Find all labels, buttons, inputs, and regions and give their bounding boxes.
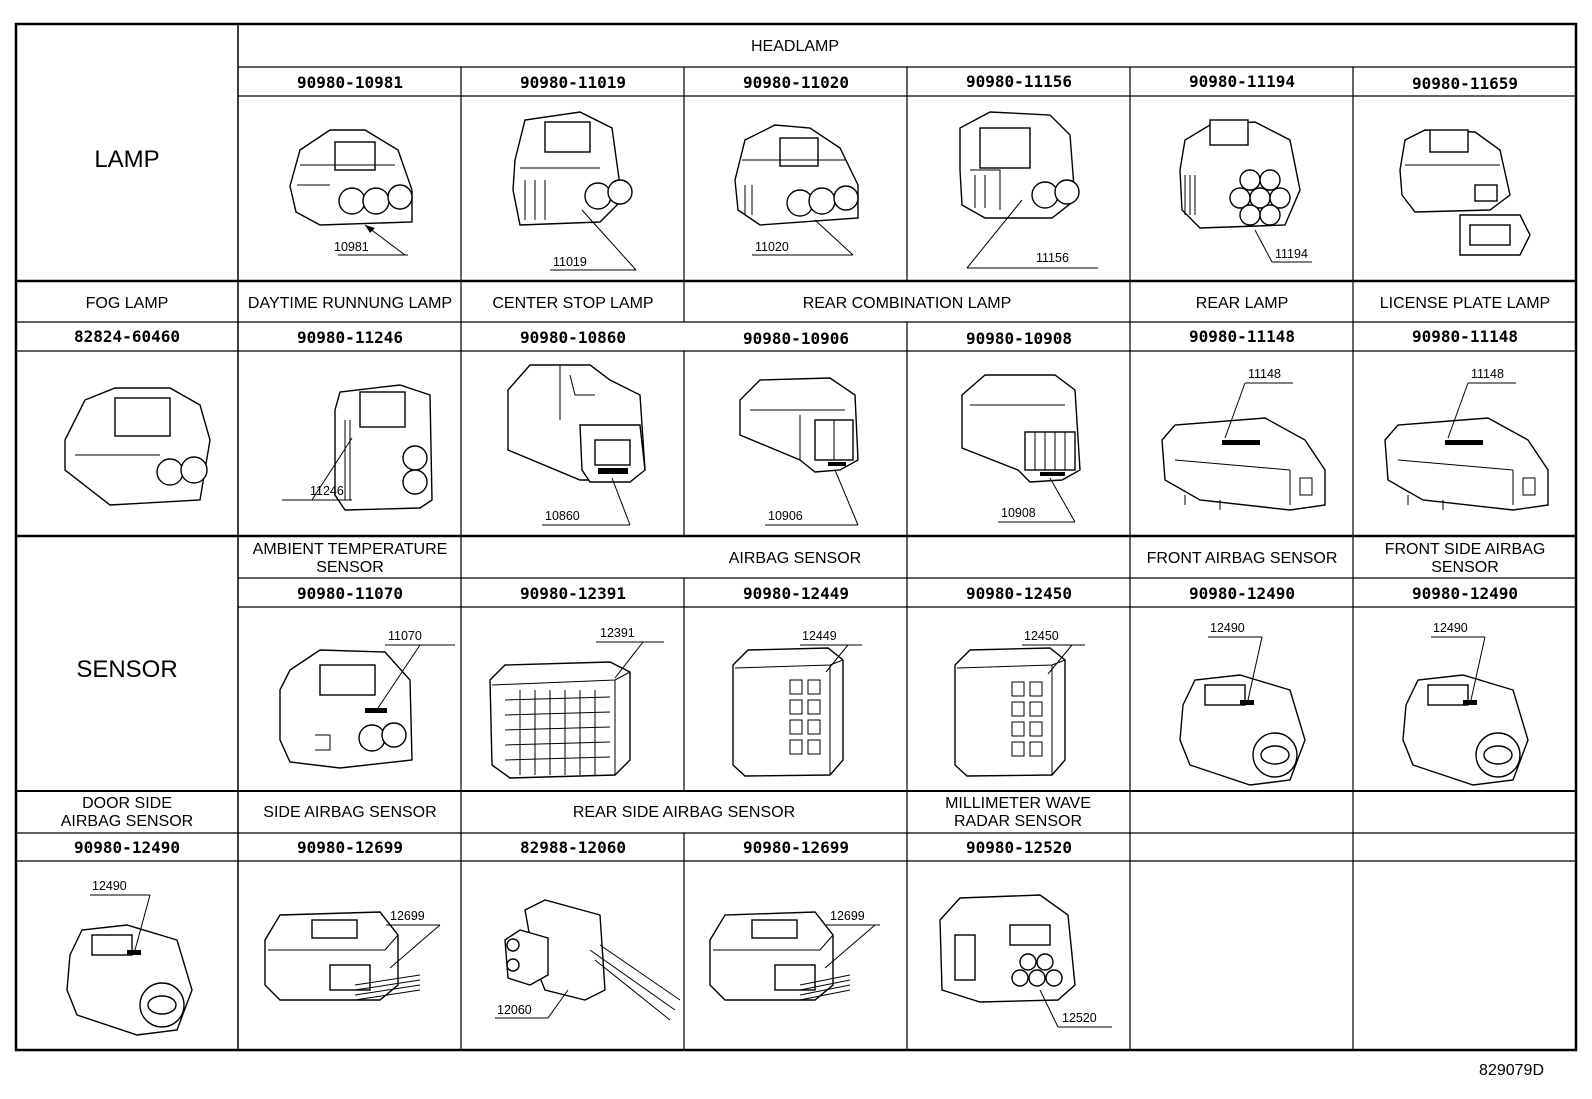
connector-drawing: 11156	[959, 111, 1098, 269]
header-door-side-airbag-line1: DOOR SIDE	[82, 795, 172, 812]
part-number: 90980-12490	[1412, 584, 1518, 603]
header-daytime-running-lamp: DAYTIME RUNNUNG LAMP	[248, 295, 452, 312]
callout-label: 11070	[388, 629, 422, 643]
connector-drawing: 11070	[279, 629, 455, 769]
connector-drawing: 11148	[1161, 367, 1326, 511]
part-number: 90980-11019	[520, 73, 626, 92]
header-rear-combination-lamp: REAR COMBINATION LAMP	[803, 295, 1012, 312]
connector-drawing: 12060	[495, 899, 681, 1021]
part-number: 90980-11070	[297, 584, 403, 603]
connector-drawing: 11020	[734, 124, 859, 256]
part-number: 90980-12490	[1189, 584, 1295, 603]
header-license-plate-lamp: LICENSE PLATE LAMP	[1380, 295, 1550, 312]
header-headlamp: HEADLAMP	[751, 38, 839, 55]
header-door-side-airbag-line2: AIRBAG SENSOR	[61, 813, 193, 830]
callout-label: 12520	[1062, 1011, 1097, 1025]
callout-label: 12450	[1024, 629, 1059, 643]
header-fog-lamp: FOG LAMP	[86, 295, 169, 312]
connector-drawing: 11246	[282, 384, 433, 511]
header-rear-side-airbag-sensor: REAR SIDE AIRBAG SENSOR	[573, 804, 795, 821]
part-number: 90980-12699	[297, 838, 403, 857]
part-number: 90980-10906	[743, 329, 849, 348]
callout-label: 12490	[92, 879, 127, 893]
group-label-lamp: LAMP	[94, 146, 159, 173]
group-label-sensor: SENSOR	[76, 656, 177, 683]
part-number: 90980-11156	[966, 72, 1072, 91]
callout-label: 10906	[768, 509, 803, 523]
part-number: 90980-12520	[966, 838, 1072, 857]
callout-label: 11020	[755, 240, 789, 254]
callout-label: 12490	[1210, 621, 1245, 635]
part-numbers: 90980-10981 90980-11019 90980-11020 9098…	[74, 72, 1518, 857]
header-millimeter-wave-line2: RADAR SENSOR	[954, 813, 1082, 830]
part-number: 90980-11194	[1189, 72, 1295, 91]
callout-label: 12060	[497, 1003, 532, 1017]
callout-label: 11148	[1248, 367, 1281, 381]
connector-drawing: 12449	[732, 629, 862, 777]
connector-drawing: 10860	[507, 364, 646, 526]
part-number: 90980-12490	[74, 838, 180, 857]
header-center-stop-lamp: CENTER STOP LAMP	[492, 295, 653, 312]
drawing-code: 829079D	[1479, 1062, 1544, 1079]
connector-drawing: 12450	[954, 629, 1085, 777]
connector-drawing: 12490	[66, 879, 193, 1036]
connector-drawing: 10906	[739, 377, 859, 526]
part-number: 82988-12060	[520, 838, 626, 857]
part-number: 90980-12699	[743, 838, 849, 857]
callout-label: 11194	[1275, 247, 1308, 261]
grid-lines	[14, 22, 1578, 1052]
header-side-airbag-sensor: SIDE AIRBAG SENSOR	[263, 804, 436, 821]
connector-drawing: 12391	[489, 626, 664, 779]
part-number: 90980-11246	[297, 328, 403, 347]
connector-drawing: 11194	[1179, 119, 1312, 263]
connector-drawing	[64, 387, 211, 506]
header-front-airbag-sensor: FRONT AIRBAG SENSOR	[1147, 550, 1338, 567]
callout-label: 10860	[545, 509, 580, 523]
part-number: 90980-12449	[743, 584, 849, 603]
part-number: 90980-11659	[1412, 74, 1518, 93]
header-front-side-airbag-line1: FRONT SIDE AIRBAG	[1385, 541, 1546, 558]
callout-label: 10981	[334, 240, 369, 254]
connector-drawing: 10908	[961, 374, 1081, 523]
connector-drawing: 12699	[264, 909, 441, 1001]
connector-drawing: 12699	[709, 909, 880, 1001]
connector-drawing: 11019	[512, 111, 637, 271]
callout-label: 12699	[390, 909, 425, 923]
part-number: 90980-10981	[297, 73, 403, 92]
header-millimeter-wave-line1: MILLIMETER WAVE	[945, 795, 1091, 812]
callout-label: 11156	[1036, 251, 1069, 265]
header-ambient-temperature-line2: SENSOR	[316, 559, 384, 576]
header-rear-lamp: REAR LAMP	[1196, 295, 1288, 312]
callout-label: 12391	[600, 626, 635, 640]
connector-drawing	[1399, 129, 1531, 256]
callout-label: 12490	[1433, 621, 1468, 635]
callout-label: 10908	[1001, 506, 1036, 520]
header-airbag-sensor: AIRBAG SENSOR	[729, 550, 861, 567]
part-number: 90980-11020	[743, 73, 849, 92]
part-number: 90980-11148	[1412, 327, 1518, 346]
header-front-side-airbag-line2: SENSOR	[1431, 559, 1499, 576]
callout-label: 11246	[310, 484, 344, 498]
callout-label: 12699	[830, 909, 865, 923]
part-number: 90980-10860	[520, 328, 626, 347]
connector-drawing: 12520	[939, 894, 1112, 1028]
header-ambient-temperature-line1: AMBIENT TEMPERATURE	[253, 541, 448, 558]
part-number: 82824-60460	[74, 327, 180, 346]
part-number: 90980-12391	[520, 584, 626, 603]
callout-label: 11148	[1471, 367, 1504, 381]
connector-drawing: 12490	[1179, 621, 1306, 786]
callout-label: 12449	[802, 629, 837, 643]
part-number: 90980-11148	[1189, 327, 1295, 346]
connector-drawing: 12490	[1402, 621, 1529, 786]
part-number: 90980-10908	[966, 329, 1072, 348]
callout-label: 11019	[553, 255, 587, 269]
part-number: 90980-12450	[966, 584, 1072, 603]
connector-drawing: 10981	[289, 129, 413, 256]
connector-drawing: 11148	[1384, 367, 1549, 511]
